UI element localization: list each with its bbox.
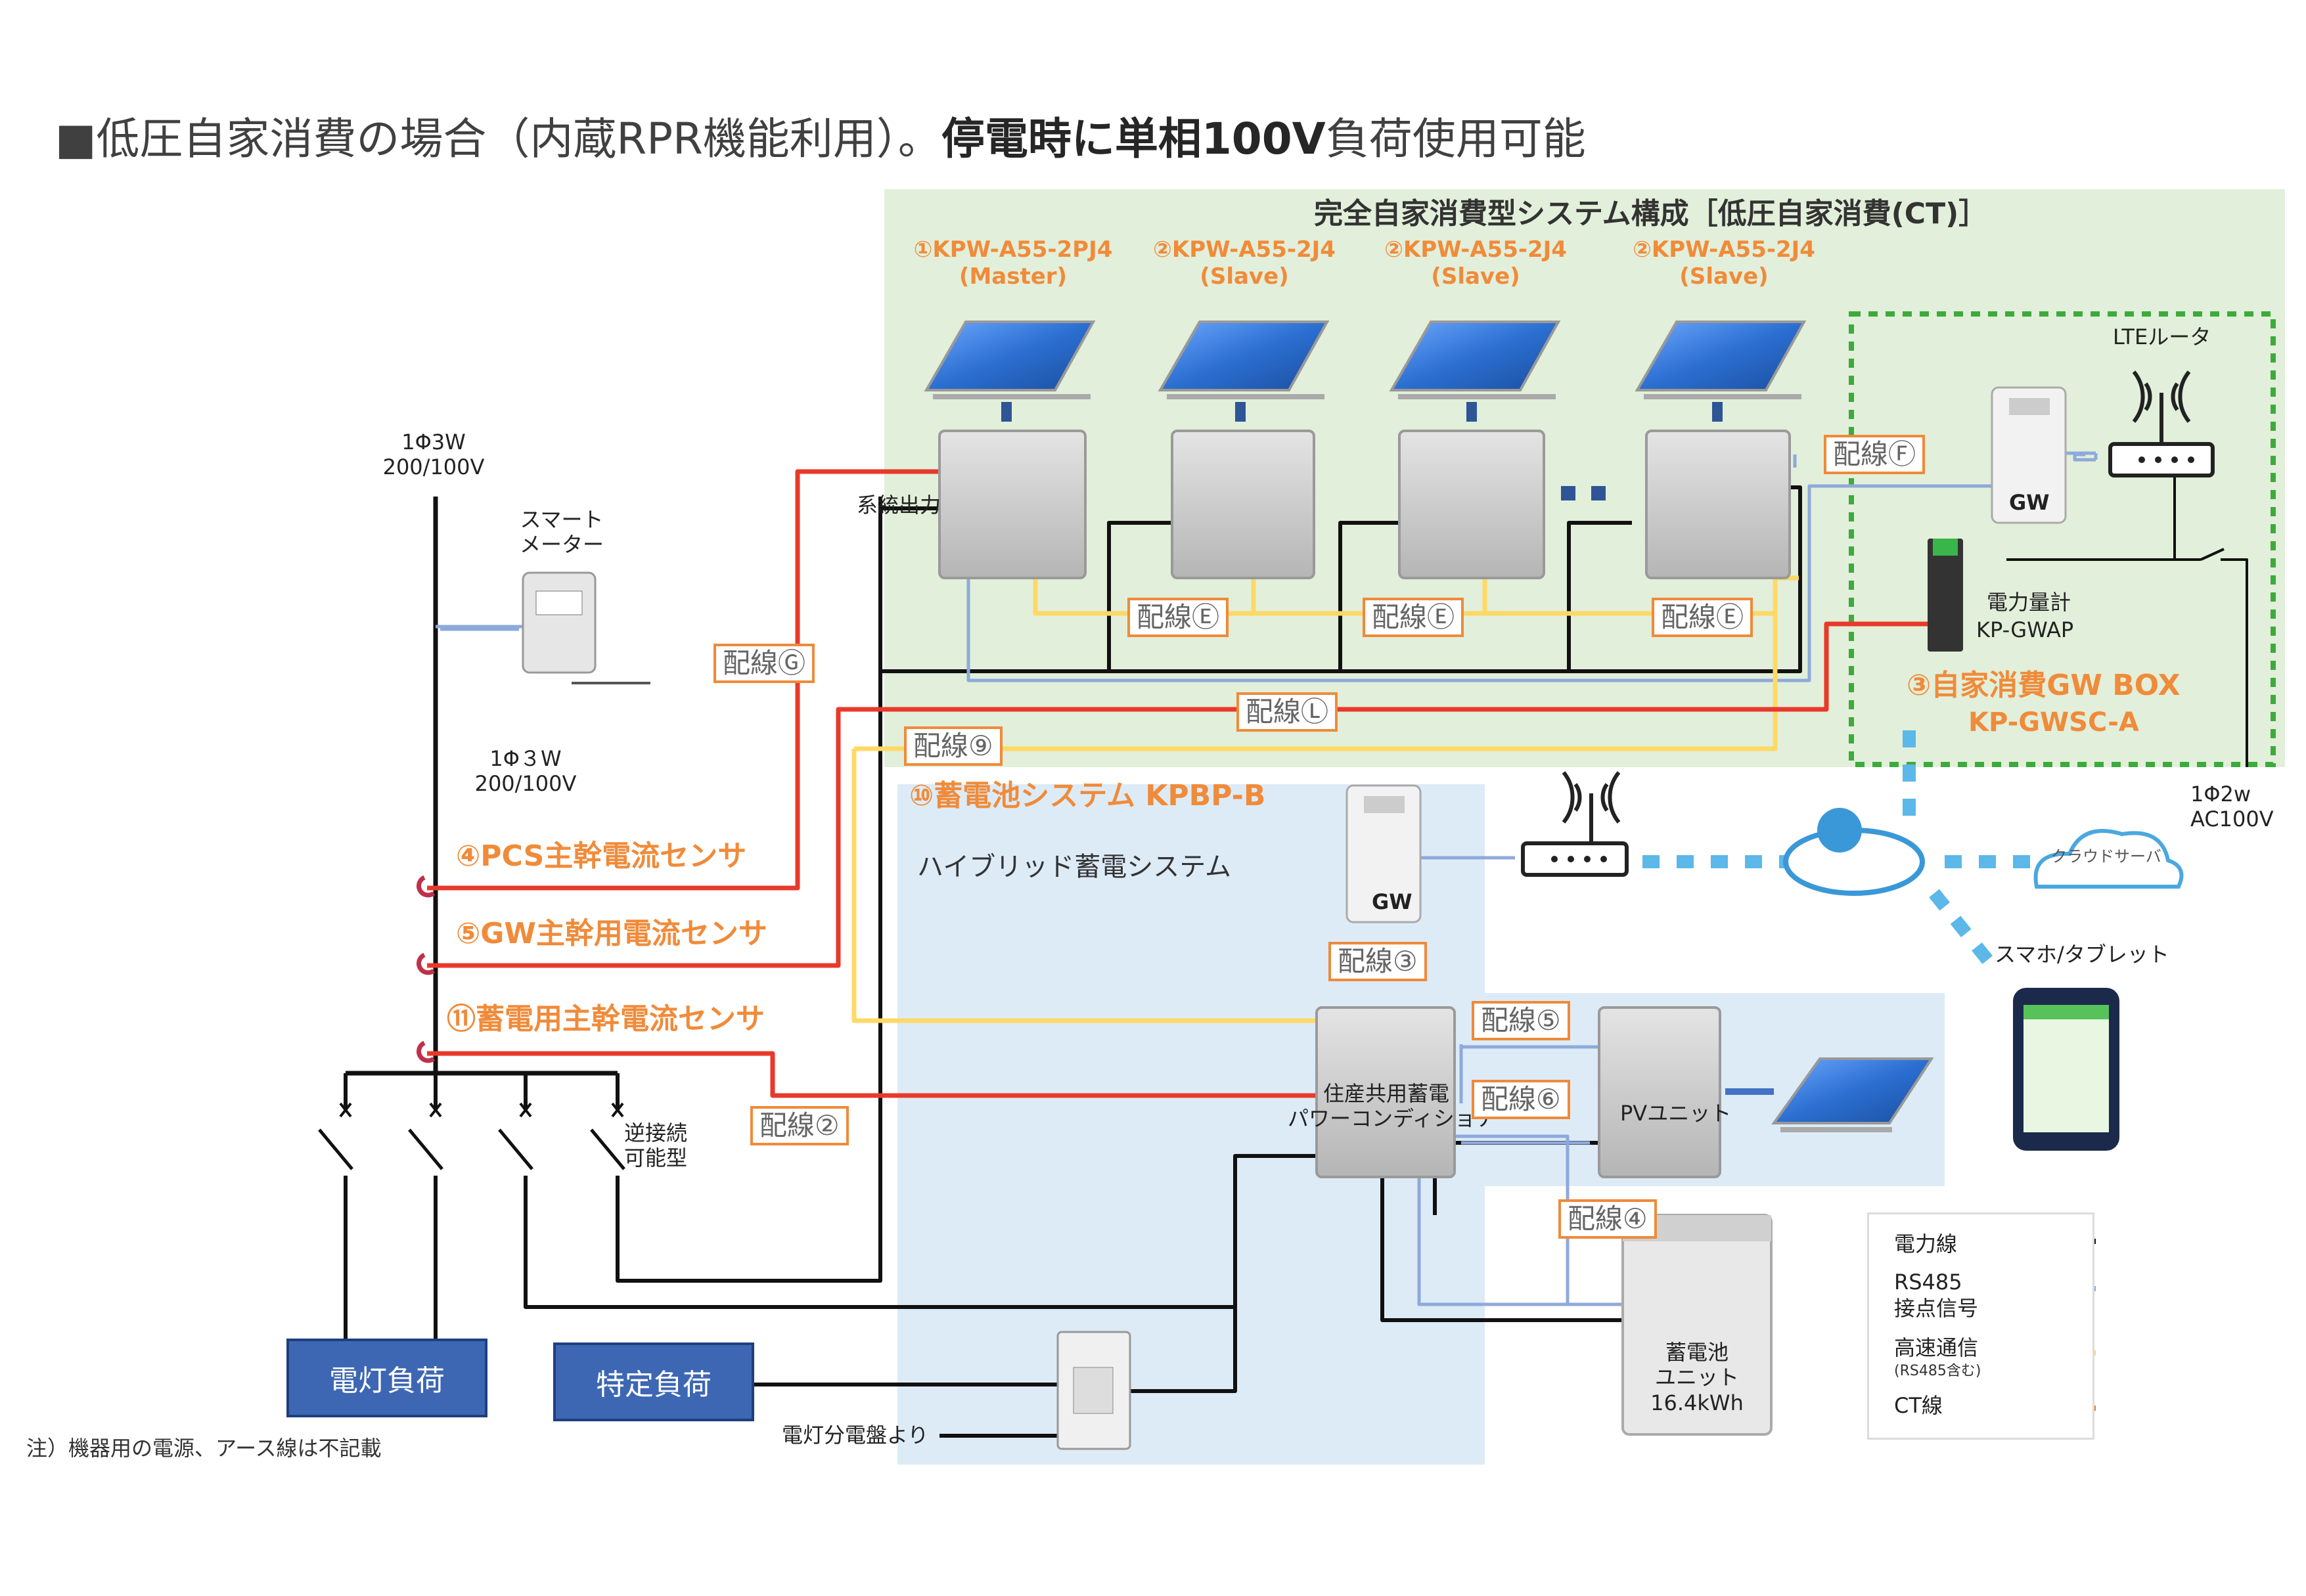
wire-tag-g: 配線Ⓖ — [713, 644, 815, 684]
hybrid-label: ハイブリッド蓄電システム — [917, 852, 1231, 882]
pcs-3-icon — [1398, 430, 1545, 579]
gw-battery-icon — [1345, 784, 1422, 923]
light-load-box: 電灯負荷 — [286, 1339, 487, 1417]
battery-system-label: ⑩蓄電池システム KPBP-B — [909, 779, 1266, 812]
wire-tag-5: 配線⑤ — [1472, 1001, 1570, 1041]
legend: 電力線 RS485 接点信号 高速通信 (RS485含む) CT線 — [1867, 1212, 2094, 1440]
pcs-2-icon — [1171, 430, 1315, 579]
legend-rs485: RS485 — [1894, 1270, 1962, 1295]
gw-top-icon — [1991, 386, 2067, 524]
wire-tag-l: 配線Ⓛ — [1236, 692, 1338, 732]
hybrid-pcs-label: 住産共用蓄電パワーコンディショナ — [1288, 1081, 1497, 1132]
pcs-1-icon — [938, 430, 1087, 579]
cloud-label: クラウドサーバ — [2051, 847, 2161, 866]
wire-tag-e-3: 配線Ⓔ — [1652, 598, 1753, 638]
smartphone-label: スマホ/タブレット — [1995, 942, 2169, 967]
lte-router-label: LTEルータ — [2113, 324, 2211, 349]
wifi-router-icon — [1521, 771, 1629, 877]
solar-panel-5-icon — [1771, 1057, 1934, 1132]
power-meter-icon — [1928, 539, 1963, 652]
network-dots — [1642, 730, 2030, 977]
footnote: 注）機器用の電源、アース線は不記載 — [26, 1436, 382, 1461]
pcs-3-label: ②KPW-A55-2J4(Slave) — [1384, 236, 1567, 290]
globe-icon — [1783, 808, 1925, 896]
wire-tag-3: 配線③ — [1328, 942, 1427, 982]
pcs-4-icon — [1645, 430, 1791, 579]
wire-tag-e-2: 配線Ⓔ — [1363, 598, 1464, 638]
reverse-connection-label: 逆接続可能型 — [624, 1120, 688, 1171]
gw-box-dashed — [1849, 311, 2276, 767]
distribution-panel-icon — [1056, 1331, 1131, 1450]
breakers — [318, 1128, 625, 1170]
power-meter-label: 電力量計 — [1987, 590, 2071, 615]
gw-box-label: ③自家消費GW BOX — [1907, 669, 2181, 702]
pv-unit-label: PVユニット — [1620, 1101, 1732, 1126]
solar-panel-4-icon — [1635, 321, 1807, 399]
wire-tag-6: 配線⑥ — [1472, 1080, 1570, 1120]
legend-power: 電力線 — [1894, 1231, 1958, 1256]
pv-unit-icon — [1598, 1006, 1721, 1178]
wire-tag-4: 配線④ — [1558, 1199, 1657, 1239]
wire-tag-9: 配線⑨ — [904, 726, 1003, 766]
green-area-title: 完全自家消費型システム構成［低圧自家消費(CT)］ — [1314, 197, 1988, 231]
pcs-2-label: ②KPW-A55-2J4(Slave) — [1153, 236, 1336, 290]
smart-meter-label: スマートメーター — [519, 507, 604, 558]
ct-sensors — [417, 875, 436, 1063]
pcs-4-label: ②KPW-A55-2J4(Slave) — [1633, 236, 1815, 290]
gw-box-model: KP-GWSC-A — [1968, 707, 2139, 738]
solar-panel-2-icon — [1158, 321, 1330, 399]
page-title: ■低圧自家消費の場合（内蔵RPR機能利用）。停電時に単相100V負荷使用可能 — [55, 114, 1586, 164]
from-panel-label: 電灯分電盤より — [782, 1423, 929, 1448]
sensor-pcs-label: ④PCS主幹電流センサ — [456, 839, 747, 873]
specific-load-box: 特定負荷 — [553, 1342, 754, 1421]
solar-panel-1-icon — [924, 321, 1096, 399]
cloud-icon — [2033, 829, 2184, 889]
sensor-batt-label: ⑪蓄電用主幹電流センサ — [447, 1002, 765, 1036]
hybrid-pcs-icon — [1315, 1006, 1456, 1178]
ct-batt — [427, 1051, 1340, 1098]
legend-contact: 接点信号 — [1894, 1296, 1979, 1321]
gw-battery-label: GW — [1372, 889, 1413, 914]
lte-router-icon — [2108, 370, 2215, 477]
pcs-1-label: ①KPW-A55-2PJ4(Master) — [913, 236, 1113, 290]
power-meter-model: KP-GWAP — [1976, 617, 2074, 642]
gw-top-label: GW — [2009, 490, 2050, 515]
sensor-gw-label: ⑤GW主幹用電流センサ — [456, 917, 767, 950]
system-output-label: 系統出力 — [857, 493, 941, 518]
solar-panel-3-icon — [1389, 321, 1561, 399]
legend-highspeed: 高速通信 — [1894, 1335, 1979, 1360]
wire-tag-f: 配線Ⓕ — [1824, 435, 1926, 475]
wire-tag-e-1: 配線Ⓔ — [1127, 598, 1229, 638]
smart-meter-icon — [522, 571, 650, 684]
legend-ct: CT線 — [1894, 1393, 1943, 1418]
wire-tag-2: 配線② — [750, 1106, 849, 1146]
smartphone-icon — [2013, 988, 2119, 1151]
legend-highspeed-sub: (RS485含む) — [1894, 1363, 1981, 1379]
